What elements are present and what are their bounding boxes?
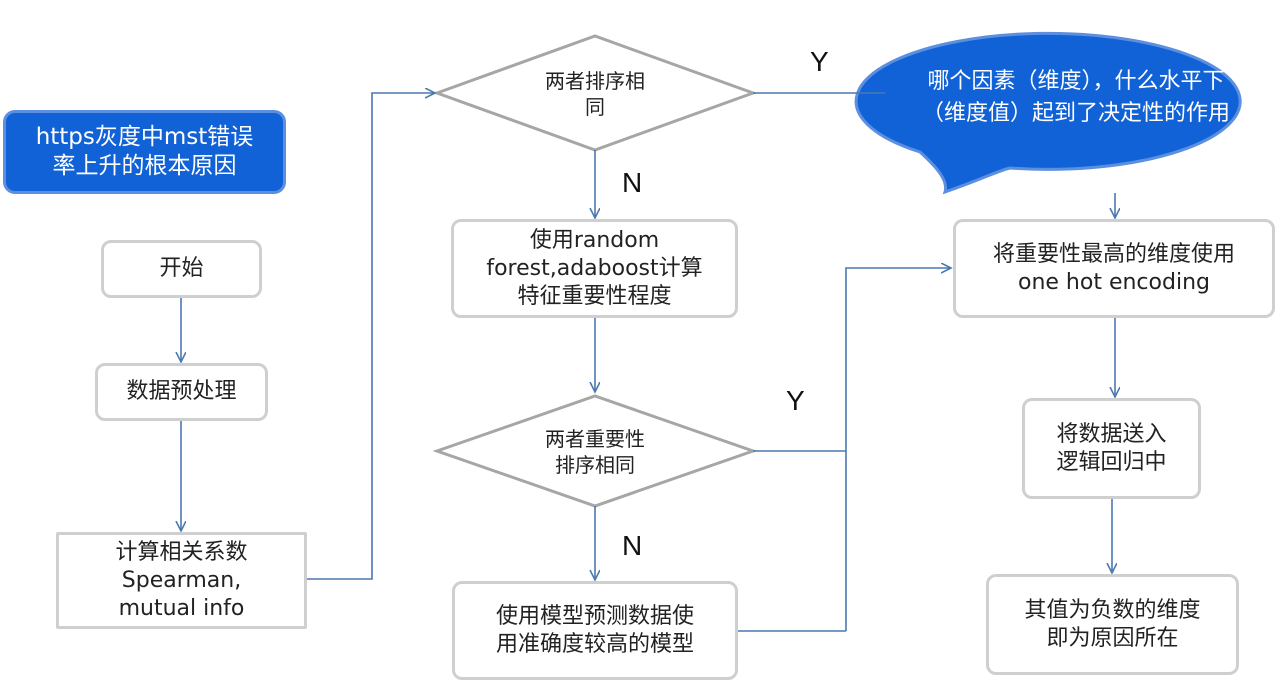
start-label: 开始 <box>159 256 204 281</box>
decision2-text: 两者重要性 排序相同 <box>505 424 685 480</box>
decision1-line-1: 两者排序相 <box>545 69 645 93</box>
label-y-1: Y <box>810 46 829 77</box>
correlation-box: 计算相关系数 Spearman, mutual info <box>56 532 307 629</box>
logistic-box: 将数据送入 逻辑回归中 <box>1022 398 1201 499</box>
onehot-line-1: 将重要性最高的维度使用 <box>992 241 1235 267</box>
preprocess-label: 数据预处理 <box>126 379 237 404</box>
start-box: 开始 <box>101 240 262 298</box>
correlation-line-2: Spearman, <box>121 567 242 593</box>
label-y-2: Y <box>786 385 805 416</box>
speech-bubble <box>854 31 1242 195</box>
arrow-correlation-to-decision1 <box>307 93 435 580</box>
onehot-box: 将重要性最高的维度使用 one hot encoding <box>953 219 1275 318</box>
title-line-1: https灰度中mst错误 <box>35 124 254 150</box>
model-box: 使用模型预测数据使 用准确度较高的模型 <box>452 581 738 680</box>
bubble-line-1: 哪个因素（维度），什么水平下 <box>927 69 1225 94</box>
logistic-line-2: 逻辑回归中 <box>1056 449 1167 475</box>
decision1-line-2: 同 <box>585 95 605 119</box>
model-line-2: 用准确度较高的模型 <box>495 631 694 657</box>
label-n-2: N <box>622 530 643 561</box>
negative-box: 其值为负数的维度 即为原因所在 <box>986 574 1239 675</box>
arrow-trunk-to-onehot <box>845 268 951 631</box>
correlation-line-3: mutual info <box>118 595 245 621</box>
negative-line-1: 其值为负数的维度 <box>1024 597 1201 623</box>
decision2-line-1: 两者重要性 <box>545 427 645 451</box>
label-n-1: N <box>622 167 643 198</box>
bubble-line-2: （维度值）起到了决定性的作用 <box>921 101 1230 126</box>
rf-line-1: 使用random <box>529 227 660 253</box>
model-line-1: 使用模型预测数据使 <box>495 603 694 629</box>
correlation-line-1: 计算相关系数 <box>115 539 248 565</box>
onehot-line-2: one hot encoding <box>1018 269 1210 295</box>
bubble-text: 哪个因素（维度），什么水平下 （维度值）起到了决定性的作用 <box>886 66 1266 130</box>
rf-line-3: 特征重要性程度 <box>517 283 672 309</box>
rf-box: 使用random forest,adaboost计算 特征重要性程度 <box>451 219 738 318</box>
title-line-2: 率上升的根本原因 <box>52 153 237 179</box>
decision2-line-2: 排序相同 <box>555 453 635 477</box>
title-box: https灰度中mst错误 率上升的根本原因 <box>3 110 286 194</box>
preprocess-box: 数据预处理 <box>95 363 268 421</box>
logistic-line-1: 将数据送入 <box>1056 421 1167 447</box>
decision1-text: 两者排序相 同 <box>505 66 685 122</box>
rf-line-2: forest,adaboost计算 <box>486 255 703 281</box>
negative-line-2: 即为原因所在 <box>1046 625 1179 651</box>
